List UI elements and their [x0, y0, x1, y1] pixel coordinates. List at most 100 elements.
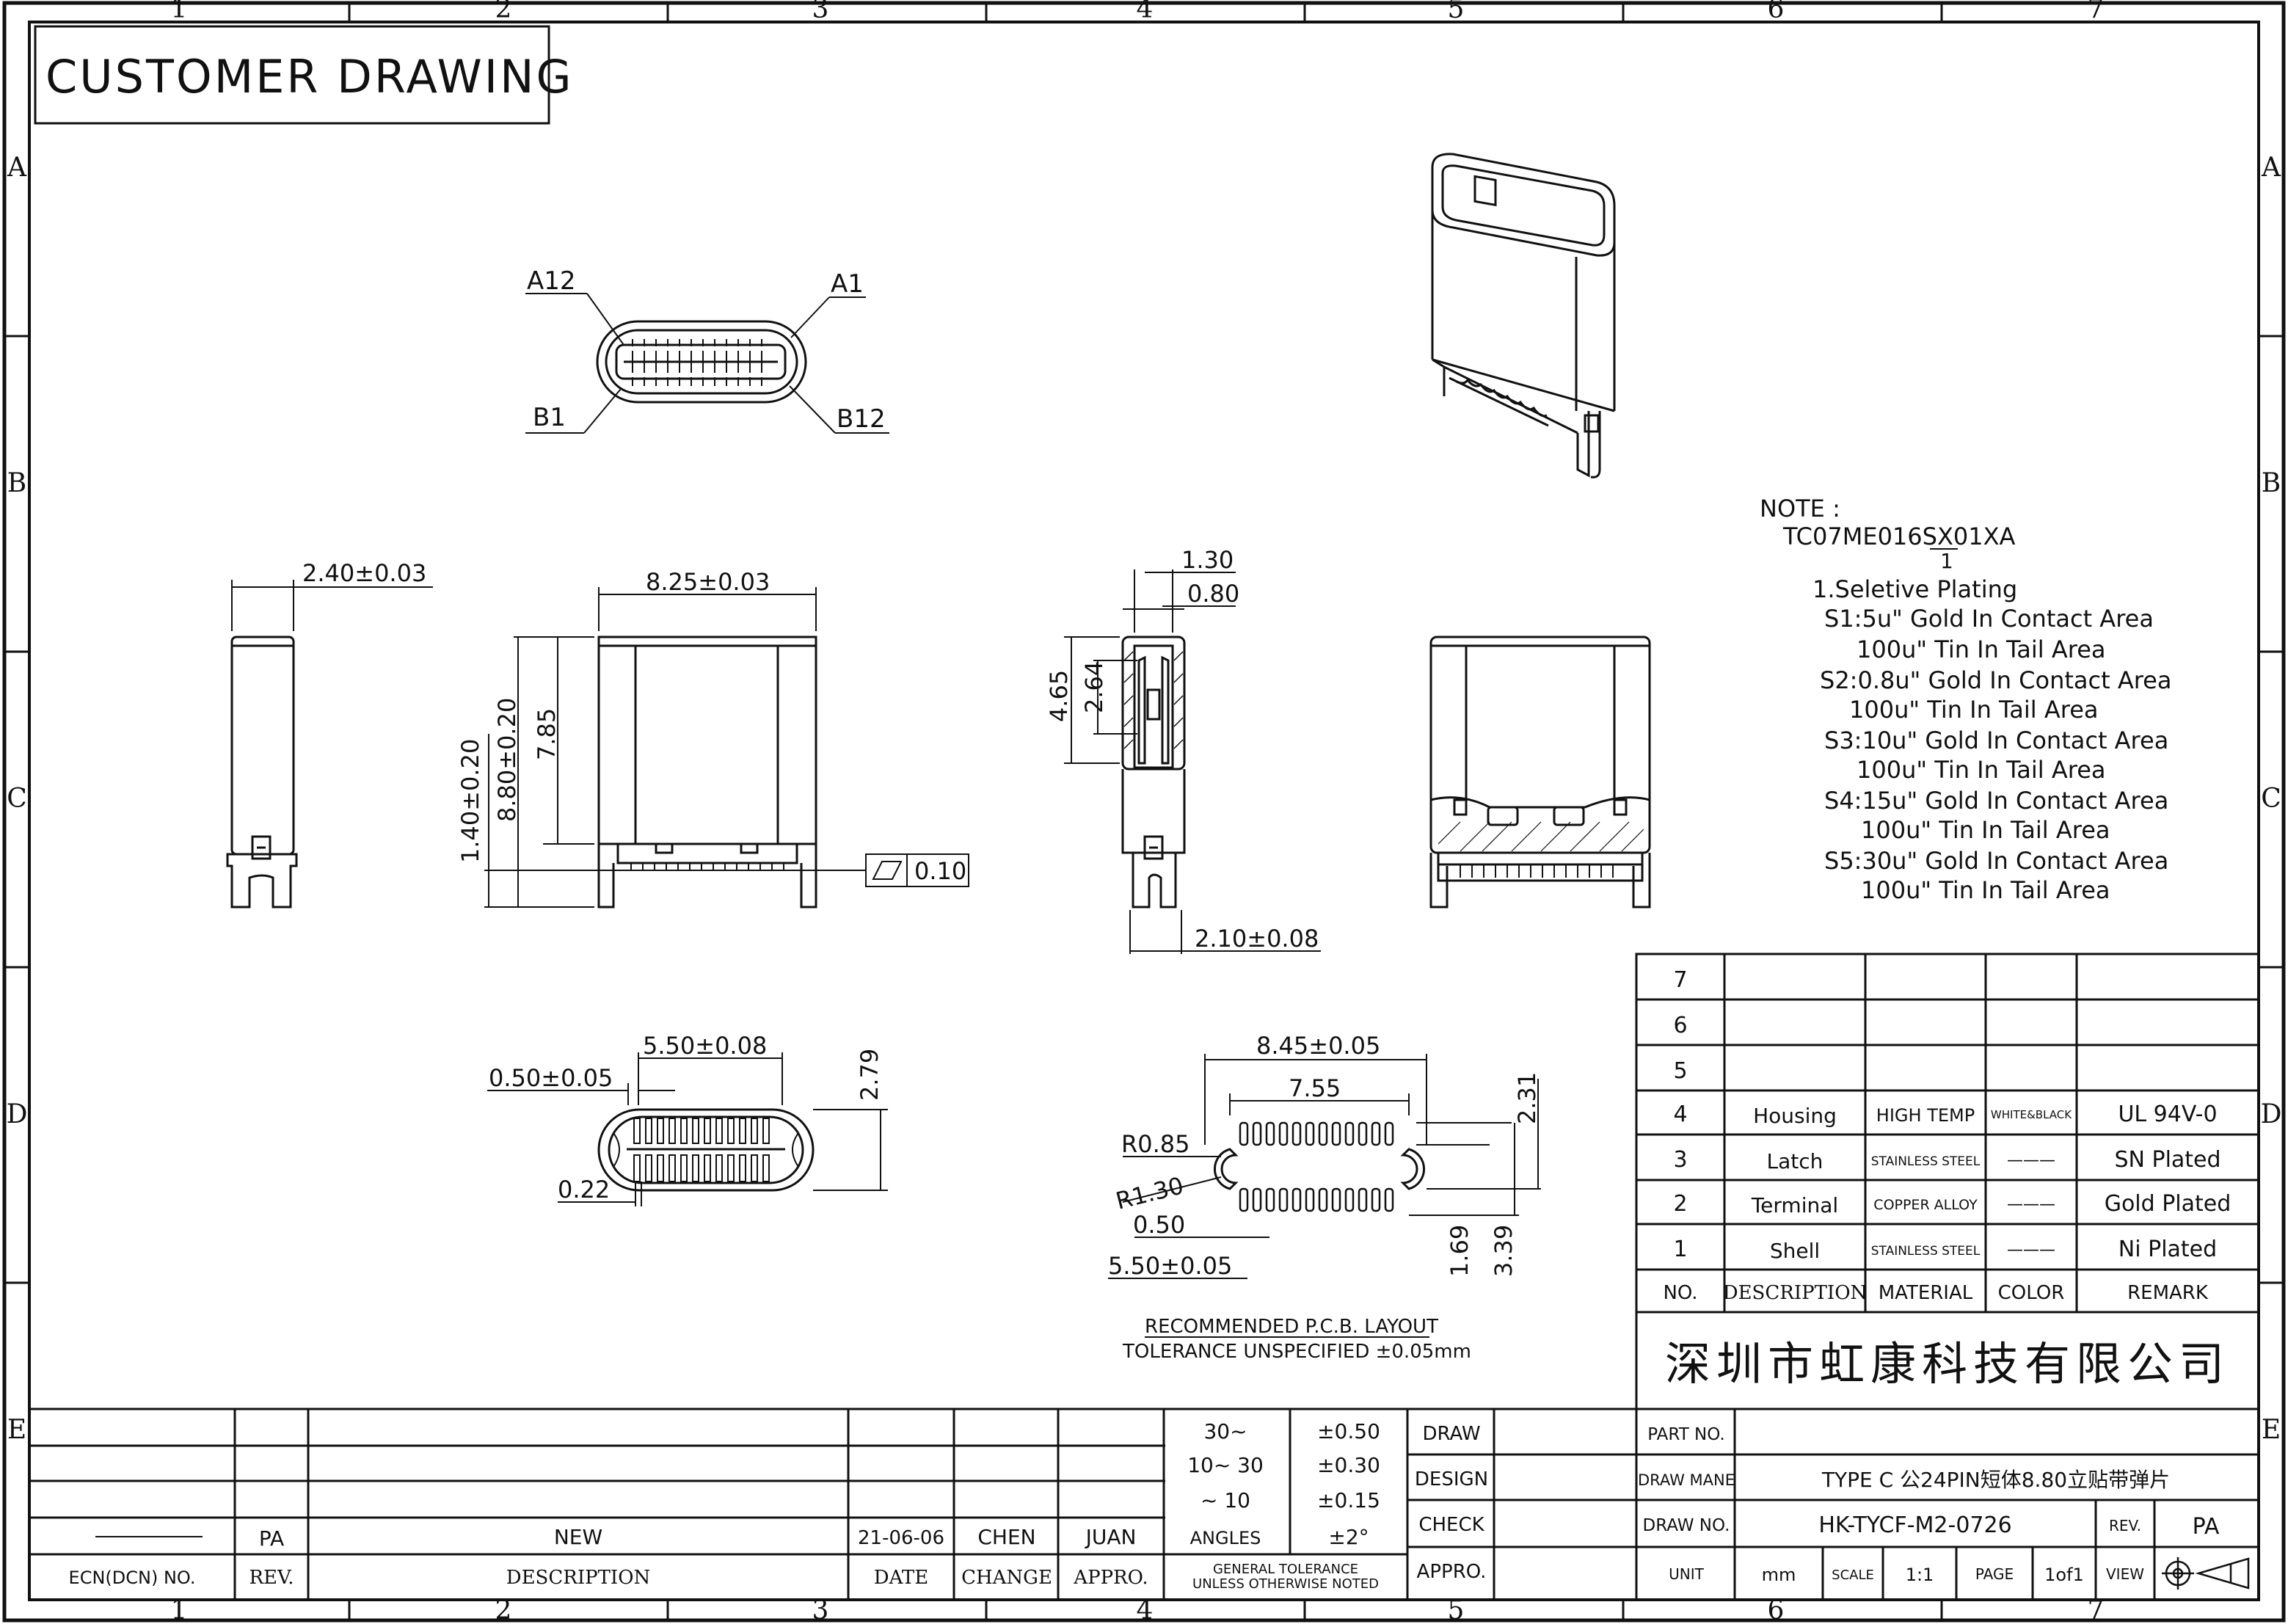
bom-row-4-desc: Housing [1753, 1104, 1837, 1128]
bom-header-description: DESCRIPTION [1723, 1282, 1868, 1304]
bom-row-7-no: 7 [1673, 967, 1687, 993]
projection-symbol-icon [2162, 1557, 2250, 1590]
label-ecn: ECN(DCN) NO. [69, 1567, 196, 1588]
dim-pcb-r1: R0.85 [1121, 1130, 1189, 1158]
note-line-9: S5:30u" Gold In Contact Area [1824, 847, 2168, 875]
value-draw-name: TYPE C 公24PIN短体8.80立贴带弹片 [1821, 1468, 2170, 1492]
bom-row-3-desc: Latch [1767, 1149, 1824, 1173]
dim-section-top: 1.30 [1181, 546, 1234, 574]
inner-frame [28, 21, 2260, 1601]
note-marker: 1 [1940, 549, 1953, 573]
note-line-1: S1:5u" Gold In Contact Area [1824, 605, 2154, 633]
label-rev: REV. [249, 1567, 294, 1589]
drawing-title: CUSTOMER DRAWING [45, 50, 574, 103]
dim-bottom-pin: 0.22 [558, 1176, 610, 1204]
tol-value-3: ±0.15 [1317, 1488, 1380, 1512]
bom-row-1-no: 1 [1673, 1237, 1687, 1262]
row-label-a-right: A [2261, 153, 2281, 183]
tol-value-1: ±0.50 [1317, 1419, 1380, 1443]
bom-header-color: COLOR [1998, 1282, 2065, 1304]
tol-footer-2: UNLESS OTHERWISE NOTED [1192, 1576, 1379, 1592]
note-line-2: 100u" Tin In Tail Area [1857, 636, 2106, 663]
label-view: VIEW [2106, 1565, 2144, 1583]
dim-section-h1: 4.65 [1045, 670, 1073, 722]
dim-section-inner: 0.80 [1187, 580, 1239, 608]
tol-angles-label: ANGLES [1190, 1528, 1261, 1548]
bom-row-2-color: ——— [2007, 1195, 2055, 1214]
bom-header-no: NO. [1663, 1282, 1697, 1304]
tol-footer-1: GENERAL TOLERANCE [1213, 1562, 1358, 1577]
bom-header-material: MATERIAL [1879, 1282, 1973, 1304]
dim-bottom-height: 2.79 [856, 1049, 883, 1101]
col-label-1: 1 [171, 0, 188, 24]
bom-table [1635, 953, 2260, 1314]
note-line-5: S3:10u" Gold In Contact Area [1824, 727, 2168, 754]
dim-flatness: 0.10 [914, 857, 966, 885]
note-line-8: 100u" Tin In Tail Area [1861, 816, 2110, 844]
row-label-e: E [7, 1415, 26, 1445]
bom-row-5-no: 5 [1673, 1058, 1687, 1084]
label-rev-title: REV. [2109, 1517, 2141, 1534]
row-label-d-right: D [2261, 1099, 2282, 1129]
bom-row-1-desc: Shell [1770, 1239, 1820, 1263]
col-label-5: 5 [1448, 0, 1465, 24]
tol-range-2: 10~ 30 [1187, 1453, 1264, 1477]
connector-face-view [525, 293, 889, 434]
section-view [1064, 569, 1321, 954]
rev-description-value: NEW [554, 1525, 602, 1549]
bom-row-3-material: STAINLESS STEEL [1871, 1154, 1981, 1169]
col-label-4-bottom: 4 [1137, 1595, 1154, 1624]
dim-pcb-pitch: 0.50 [1133, 1211, 1185, 1239]
tol-range-3: ~ 10 [1201, 1488, 1250, 1512]
col-label-5-bottom: 5 [1448, 1595, 1465, 1624]
bom-row-1-color: ——— [2007, 1241, 2055, 1259]
value-page: 1of1 [2044, 1565, 2084, 1585]
title-block-grid [29, 1408, 2259, 1600]
tol-angles-value: ±2° [1328, 1525, 1369, 1549]
col-label-6: 6 [1768, 0, 1785, 24]
dim-pcb-inner: 7.55 [1289, 1074, 1341, 1102]
bom-row-4-material: HIGH TEMP [1876, 1105, 1975, 1126]
col-label-7-bottom: 7 [2088, 1595, 2105, 1624]
dim-section-h2: 2.64 [1080, 661, 1108, 713]
note-line-4: 100u" Tin In Tail Area [1849, 696, 2099, 724]
note-part-code: TC07ME016SX01XA [1782, 522, 2016, 550]
note-line-10: 100u" Tin In Tail Area [1861, 876, 2110, 904]
dim-pcb-h2: 1.69 [1446, 1225, 1473, 1277]
col-label-2: 2 [495, 0, 512, 24]
side-view [226, 580, 433, 909]
bom-row-2-no: 2 [1673, 1191, 1687, 1217]
dim-front-width: 8.25±0.03 [646, 568, 770, 596]
bom-row-3-color: ——— [2007, 1151, 2055, 1170]
col-label-2-bottom: 2 [495, 1595, 512, 1624]
bom-row-2-remark: Gold Plated [2105, 1191, 2231, 1217]
bom-row-4-remark: UL 94V-0 [2118, 1102, 2217, 1127]
pin-label-a12: A12 [527, 266, 576, 296]
signoff-appro: APPRO. [1417, 1561, 1487, 1583]
tol-range-1: 30~ [1203, 1419, 1247, 1443]
pin-label-b1: B1 [533, 403, 566, 432]
dim-pcb-span: 5.50±0.05 [1108, 1252, 1232, 1280]
bom-row-4-color: WHITE&BLACK [1991, 1108, 2072, 1121]
label-change: CHANGE [961, 1567, 1052, 1589]
label-part-no: PART NO. [1647, 1425, 1725, 1444]
row-label-c: C [7, 784, 27, 814]
bottom-view [487, 1052, 888, 1206]
bom-row-3-remark: SN Plated [2114, 1147, 2220, 1173]
isometric-view [1431, 153, 1616, 478]
rear-view [1429, 636, 1651, 909]
value-scale: 1:1 [1906, 1565, 1934, 1585]
bom-row-1-material: STAINLESS STEEL [1871, 1244, 1981, 1259]
pcb-caption-line1: RECOMMENDED P.C.B. LAYOUT [1145, 1316, 1438, 1338]
signoff-check: CHECK [1418, 1514, 1484, 1536]
dim-pcb-h1: 2.31 [1513, 1072, 1541, 1124]
pcb-caption-line2: TOLERANCE UNSPECIFIED ±0.05mm [1122, 1341, 1471, 1363]
col-label-7: 7 [2088, 0, 2105, 24]
label-description: DESCRIPTION [506, 1567, 651, 1589]
rev-date-value: 21-06-06 [858, 1527, 944, 1549]
row-label-d: D [7, 1099, 28, 1129]
dim-bottom-pitch: 0.50±0.05 [489, 1064, 613, 1092]
col-label-3-bottom: 3 [812, 1595, 829, 1624]
